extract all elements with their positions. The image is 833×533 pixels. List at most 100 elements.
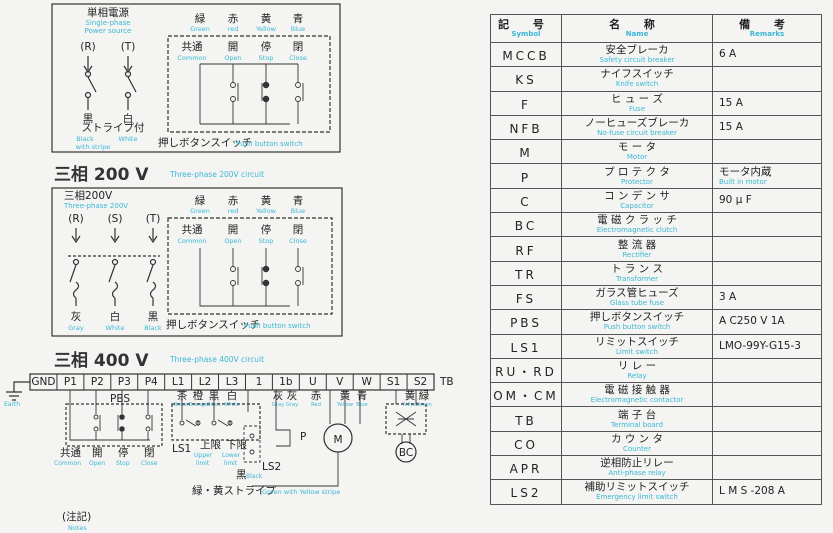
pbs-label-single-en: Push button switch bbox=[236, 140, 303, 148]
svg-text:Blue: Blue bbox=[291, 207, 305, 215]
terminal-label: 1 bbox=[256, 376, 263, 388]
svg-text:開: 開 bbox=[228, 224, 239, 236]
svg-text:limit: limit bbox=[196, 460, 210, 467]
cell-symbol: OM・CM bbox=[490, 382, 562, 408]
svg-text:LS1: LS1 bbox=[172, 443, 191, 455]
svg-text:黒: 黒 bbox=[236, 469, 247, 481]
pbs-box-single bbox=[167, 35, 331, 133]
plug-t-icon bbox=[123, 56, 133, 74]
wire-color-jp: 赤 bbox=[311, 390, 322, 402]
cell-symbol: RF bbox=[490, 236, 562, 262]
label-green: 緑 bbox=[195, 12, 206, 25]
svg-text:Upper: Upper bbox=[194, 452, 213, 459]
cell-symbol: TB bbox=[490, 406, 562, 432]
svg-text:(T): (T) bbox=[146, 213, 161, 225]
svg-text:Three-phase 200V: Three-phase 200V bbox=[63, 202, 128, 210]
svg-text:青: 青 bbox=[293, 194, 304, 207]
cell-symbol: FS bbox=[490, 284, 562, 311]
svg-text:押しボタンスイッチ: 押しボタンスイッチ bbox=[166, 318, 260, 331]
svg-text:Stop: Stop bbox=[259, 237, 274, 245]
terminal-label: S2 bbox=[414, 376, 427, 388]
stripe-label: ストライプ付 bbox=[82, 121, 145, 134]
single-phase-diagram: 単相電源 Single-phase Power source (R) (T) 黒… bbox=[51, 3, 341, 153]
terminal-label: P3 bbox=[118, 376, 131, 388]
label-yellow: 黄 bbox=[261, 12, 272, 25]
terminal-label: W bbox=[361, 376, 372, 388]
wire-color-en: Yellow bbox=[401, 402, 419, 408]
stripe-en: with stripe bbox=[76, 143, 110, 151]
plug-r-icon bbox=[83, 56, 93, 74]
motor-icon bbox=[252, 390, 361, 487]
svg-text:灰: 灰 bbox=[71, 310, 82, 323]
svg-text:(S): (S) bbox=[108, 213, 123, 225]
terminal-t: (T) bbox=[121, 41, 136, 53]
cell-remarks: 3 A bbox=[712, 284, 822, 311]
heading-400v: 三相 400 V bbox=[54, 350, 149, 371]
svg-text:Black: Black bbox=[246, 473, 263, 480]
svg-text:Green: Green bbox=[190, 25, 210, 33]
svg-text:閉: 閉 bbox=[144, 447, 155, 459]
cell-remarks bbox=[712, 236, 822, 262]
cell-symbol: P bbox=[490, 163, 562, 189]
terminal-label: P2 bbox=[91, 376, 104, 388]
cell-remarks bbox=[712, 139, 822, 165]
terminal-label: V bbox=[336, 376, 344, 388]
wire-color-en: Blue bbox=[356, 402, 367, 408]
cell-symbol: M bbox=[490, 139, 562, 165]
cell-remarks bbox=[712, 357, 822, 384]
black-en: Black bbox=[76, 135, 94, 143]
cell-remarks bbox=[712, 260, 822, 286]
wire-color-jp: 白 bbox=[227, 389, 238, 402]
wire-color-en: Gray bbox=[272, 402, 284, 408]
wire-color-en: Red bbox=[311, 402, 321, 408]
cell-remarks: 15 A bbox=[712, 90, 822, 116]
terminal-label: P1 bbox=[64, 376, 77, 388]
cell-symbol: RU・RD bbox=[490, 357, 562, 384]
cell-symbol: PBS bbox=[490, 309, 562, 335]
svg-text:M: M bbox=[333, 434, 342, 446]
cell-symbol: CO bbox=[490, 430, 562, 457]
svg-text:Common: Common bbox=[177, 54, 206, 62]
svg-text:Yellow: Yellow bbox=[255, 25, 277, 33]
three-phase-200-diagram: 三相 200 V Three-phase 200V circuit 三相200V… bbox=[51, 164, 343, 337]
svg-text:red: red bbox=[228, 25, 239, 33]
cell-symbol: BC bbox=[490, 212, 562, 238]
svg-text:Open: Open bbox=[89, 460, 105, 467]
cell-remarks: L M S -208 A bbox=[712, 479, 822, 505]
cell-remarks bbox=[712, 212, 822, 238]
svg-text:Common: Common bbox=[177, 237, 206, 245]
wire-color-jp: 緑 bbox=[419, 389, 430, 402]
heading-400v-en: Three-phase 400V circuit bbox=[169, 355, 264, 364]
svg-text:Green: Green bbox=[190, 207, 210, 215]
pbs-contacts-400 bbox=[69, 390, 153, 441]
earth-icon bbox=[6, 381, 30, 401]
wire-color-en: White bbox=[224, 402, 239, 408]
svg-text:閉: 閉 bbox=[293, 41, 304, 53]
svg-text:Stop: Stop bbox=[116, 460, 130, 467]
svg-text:red: red bbox=[228, 207, 239, 215]
cell-remarks: 6 A bbox=[712, 41, 822, 68]
svg-text:黄: 黄 bbox=[261, 194, 272, 207]
svg-text:緑・黄ストライプ: 緑・黄ストライプ bbox=[192, 484, 276, 497]
wire-color-jp: 灰 bbox=[287, 389, 298, 402]
terminal-r: (R) bbox=[80, 41, 96, 53]
ls1-box bbox=[171, 403, 261, 441]
svg-text:白: 白 bbox=[110, 310, 121, 323]
